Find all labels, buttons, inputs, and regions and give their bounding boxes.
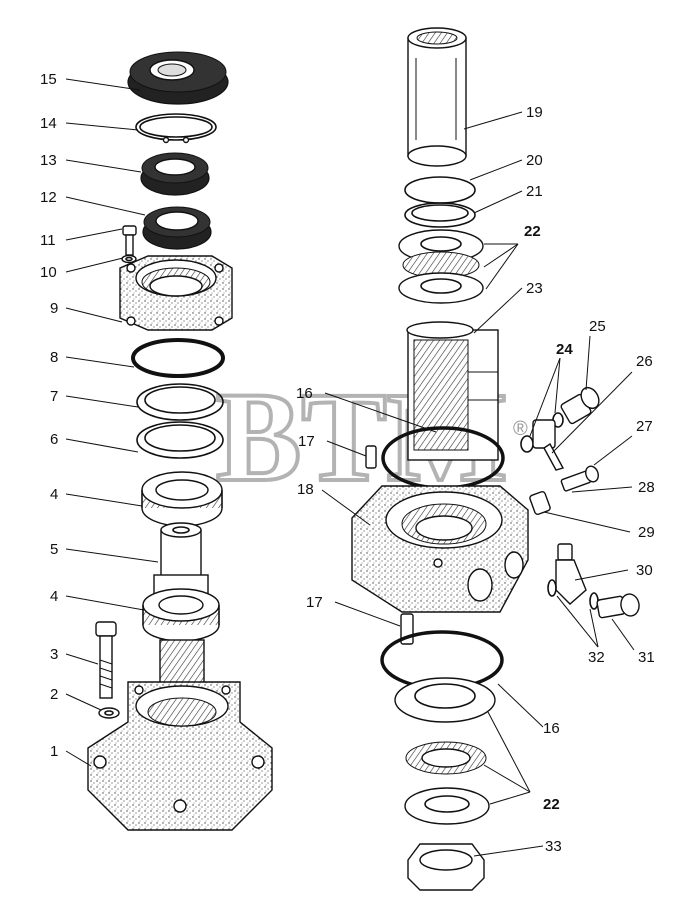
part-20-ring bbox=[404, 176, 476, 204]
callout-13: 13 bbox=[40, 152, 57, 169]
callout-23: 23 bbox=[526, 280, 543, 297]
callout-27: 27 bbox=[636, 418, 653, 435]
callout-10: 10 bbox=[40, 264, 57, 281]
callout-21: 21 bbox=[526, 183, 543, 200]
part-27-connector bbox=[560, 465, 599, 492]
callout-22-lower: 22 bbox=[543, 796, 560, 813]
part-11-bolt bbox=[122, 225, 137, 256]
part-3-bolt bbox=[95, 621, 117, 699]
part-12-seal bbox=[142, 206, 212, 250]
callout-29: 29 bbox=[638, 524, 655, 541]
part-22-lower-thrust-bearing bbox=[394, 677, 496, 825]
callout-16-lower: 16 bbox=[543, 720, 560, 737]
callout-1: 1 bbox=[50, 743, 58, 760]
callout-15: 15 bbox=[40, 71, 57, 88]
part-21-ring bbox=[404, 202, 476, 228]
watermark-registered-mark: ® bbox=[513, 418, 528, 440]
part-9-bearing-housing bbox=[119, 255, 233, 331]
part-29-plug bbox=[529, 491, 551, 515]
part-23-column bbox=[406, 321, 499, 461]
part-1-base-housing bbox=[87, 681, 273, 831]
part-2-lock-washer bbox=[98, 707, 120, 719]
part-4-upper-bearing bbox=[141, 471, 223, 527]
callout-17-lower: 17 bbox=[306, 594, 323, 611]
part-31-nipple bbox=[596, 593, 640, 619]
callout-22-upper: 22 bbox=[524, 223, 541, 240]
callout-32: 32 bbox=[588, 649, 605, 666]
part-30-elbow bbox=[555, 543, 587, 605]
part-19-sleeve bbox=[407, 27, 467, 167]
part-18-main-housing bbox=[351, 485, 529, 613]
callout-labels: 15 14 13 12 11 10 9 8 7 6 4 5 4 3 2 1 19… bbox=[40, 71, 655, 855]
callout-2: 2 bbox=[50, 686, 58, 703]
part-7-shim bbox=[136, 383, 224, 421]
part-22-upper-thrust-bearing bbox=[398, 229, 484, 304]
part-33-nut bbox=[407, 843, 485, 891]
callout-19: 19 bbox=[526, 104, 543, 121]
part-8-o-ring bbox=[131, 338, 225, 378]
leader-lines bbox=[65, 78, 635, 857]
part-15-seal bbox=[127, 51, 229, 105]
callout-17-upper: 17 bbox=[298, 433, 315, 450]
callout-3: 3 bbox=[50, 646, 58, 663]
part-25-connector bbox=[560, 386, 600, 425]
callout-6: 6 bbox=[50, 431, 58, 448]
part-24-fitting bbox=[520, 412, 565, 471]
callout-8: 8 bbox=[50, 349, 58, 366]
callout-33: 33 bbox=[545, 838, 562, 855]
part-6-shim bbox=[136, 421, 224, 459]
callout-28: 28 bbox=[638, 479, 655, 496]
part-17-upper-pin bbox=[365, 445, 377, 469]
callout-4-lower: 4 bbox=[50, 588, 58, 605]
part-4-lower-bearing bbox=[142, 588, 220, 642]
callout-20: 20 bbox=[526, 152, 543, 169]
left-assembly bbox=[87, 51, 273, 831]
callout-16-upper: 16 bbox=[296, 385, 313, 402]
part-10-washer bbox=[121, 254, 137, 264]
callout-24: 24 bbox=[556, 341, 573, 358]
part-13-seal bbox=[140, 152, 210, 196]
callout-5: 5 bbox=[50, 541, 58, 558]
callout-7: 7 bbox=[50, 388, 58, 405]
callout-25: 25 bbox=[589, 318, 606, 335]
callout-11: 11 bbox=[40, 232, 56, 249]
callout-26: 26 bbox=[636, 353, 653, 370]
callout-9: 9 bbox=[50, 300, 58, 317]
right-assembly bbox=[351, 27, 640, 891]
part-14-snap-ring bbox=[135, 113, 217, 144]
callout-4-upper: 4 bbox=[50, 486, 58, 503]
callout-30: 30 bbox=[636, 562, 653, 579]
callout-12: 12 bbox=[40, 189, 57, 206]
callout-18: 18 bbox=[297, 481, 314, 498]
callout-14: 14 bbox=[40, 115, 57, 132]
callout-31: 31 bbox=[638, 649, 655, 666]
